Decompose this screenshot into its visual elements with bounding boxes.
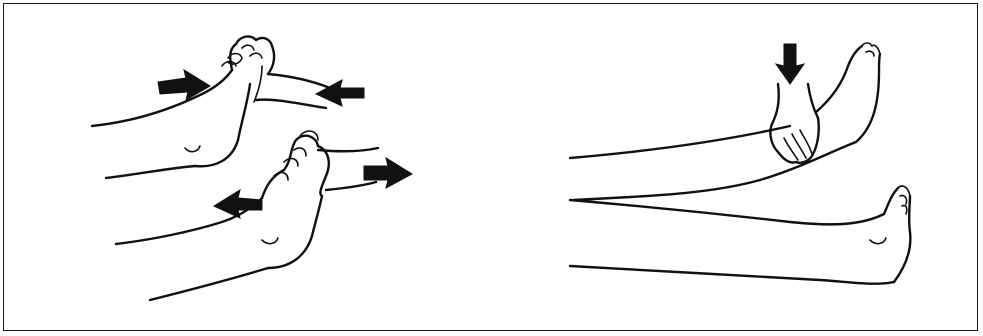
right-panel-bent-leg [570, 43, 880, 200]
left-panel-upper-leg [92, 44, 250, 178]
left-panel-lower-hands [262, 131, 378, 198]
right-panel-straight-leg [570, 186, 910, 284]
arrow-left-icon [214, 190, 262, 218]
right-panel-hand [770, 84, 818, 163]
arrow-down-icon [776, 44, 804, 84]
arrow-left-icon [316, 80, 364, 106]
left-panel-lower-leg [116, 196, 322, 300]
left-panel-upper-hands [222, 37, 330, 108]
arrow-right-icon [158, 70, 210, 100]
